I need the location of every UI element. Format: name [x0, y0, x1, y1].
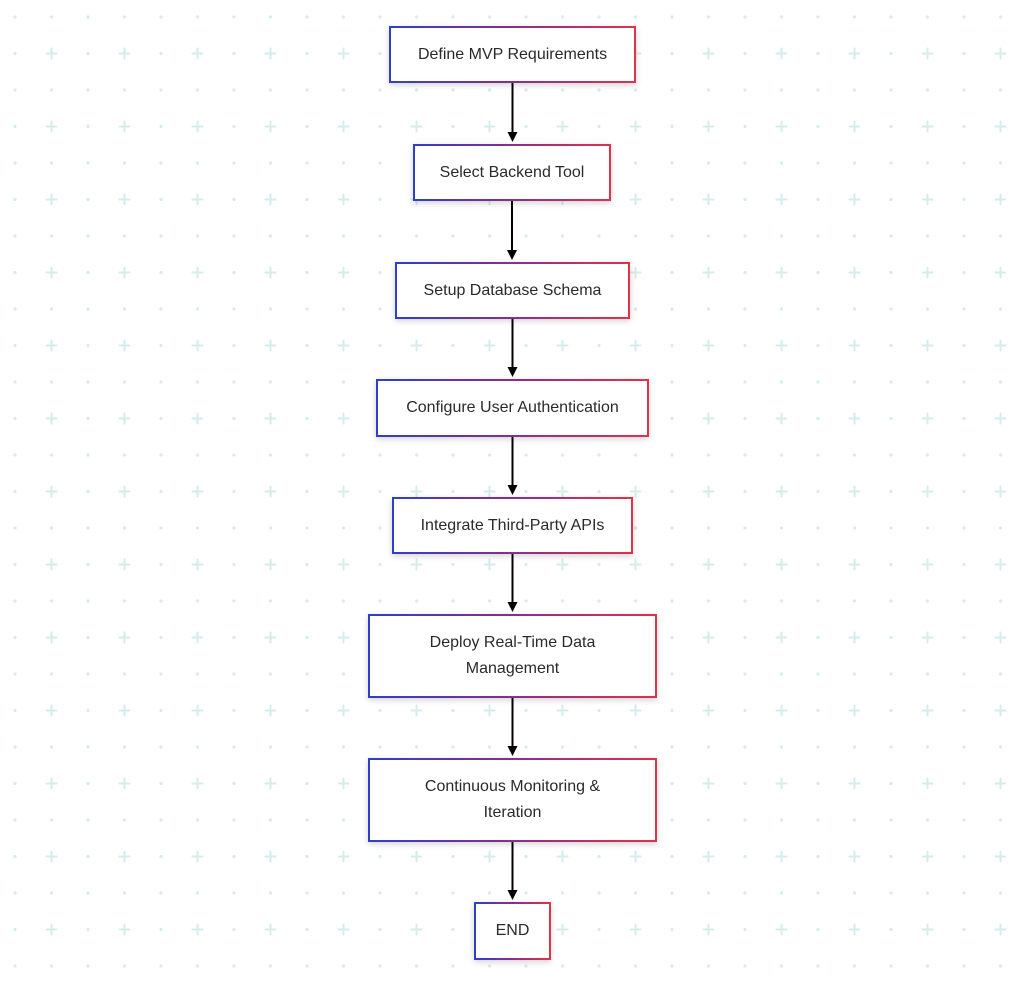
node-label: Integrate Third-Party APIs	[420, 516, 605, 534]
node-define-mvp-requirements: Define MVP Requirements	[389, 26, 636, 83]
node-continuous-monitoring-iteration: Continuous Monitoring & Iteration	[368, 758, 657, 842]
node-label: Continuous Monitoring & Iteration	[424, 778, 601, 821]
node-label: Setup Database Schema	[423, 281, 602, 299]
node-label: Deploy Real-Time Data Management	[429, 634, 596, 677]
node-integrate-third-party-apis: Integrate Third-Party APIs	[392, 497, 633, 554]
node-deploy-real-time-data-management: Deploy Real-Time Data Management	[368, 614, 657, 698]
node-label: Select Backend Tool	[439, 163, 585, 181]
node-end: END	[474, 902, 551, 960]
node-label: Configure User Authentication	[406, 399, 619, 416]
node-select-backend-tool: Select Backend Tool	[413, 144, 611, 201]
node-setup-database-schema: Setup Database Schema	[395, 262, 630, 319]
node-configure-user-authentication: Configure User Authentication	[376, 379, 649, 437]
node-label: Define MVP Requirements	[417, 45, 608, 63]
node-label: END	[495, 922, 530, 939]
